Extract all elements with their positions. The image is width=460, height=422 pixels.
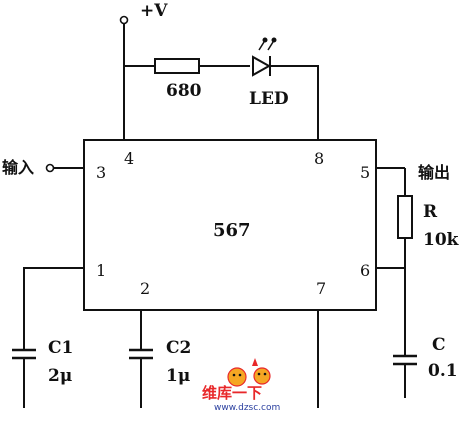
pin-1: 1: [96, 261, 106, 280]
chip-567: [83, 139, 377, 311]
output-label: 输出: [418, 163, 450, 182]
capacitor-c1: [12, 348, 36, 360]
supply-label: +V: [140, 1, 168, 21]
pin-7: 7: [316, 279, 326, 298]
wire-pin1-c1: [23, 267, 84, 350]
capacitor-c-value: 0.1: [428, 361, 458, 381]
capacitor-c2-name: C2: [166, 338, 191, 358]
wire-resistor-pin6: [376, 238, 406, 269]
resistor-r-name: R: [423, 202, 438, 222]
capacitor-c1-name: C1: [48, 338, 73, 358]
pin-3: 3: [96, 163, 106, 182]
input-terminal: [45, 163, 55, 173]
pin-2: 2: [140, 279, 150, 298]
pin-8: 8: [314, 149, 324, 168]
capacitor-c: [393, 354, 417, 366]
pin-4: 4: [124, 149, 134, 168]
wire-led-pin8: [270, 65, 319, 140]
led-symbol: [252, 37, 277, 77]
capacitor-c1-value: 2μ: [48, 366, 72, 386]
pin-5: 5: [360, 163, 370, 182]
input-label: 输入: [2, 158, 34, 177]
resistor-680: [154, 58, 200, 74]
chip-label: 567: [213, 220, 251, 241]
capacitor-c-name: C: [432, 335, 446, 355]
capacitor-c2: [129, 348, 153, 360]
supply-terminal: [119, 15, 129, 140]
watermark-brand: 维库一下: [202, 384, 262, 402]
watermark-url: www.dzsc.com: [214, 403, 280, 413]
pin-6: 6: [360, 261, 370, 280]
resistor-r: [397, 195, 413, 239]
led-label: LED: [249, 89, 289, 109]
resistor-680-label: 680: [166, 81, 202, 101]
capacitor-c2-value: 1μ: [166, 366, 190, 386]
watermark-logo: [227, 358, 271, 387]
resistor-r-value: 10k: [423, 230, 460, 250]
